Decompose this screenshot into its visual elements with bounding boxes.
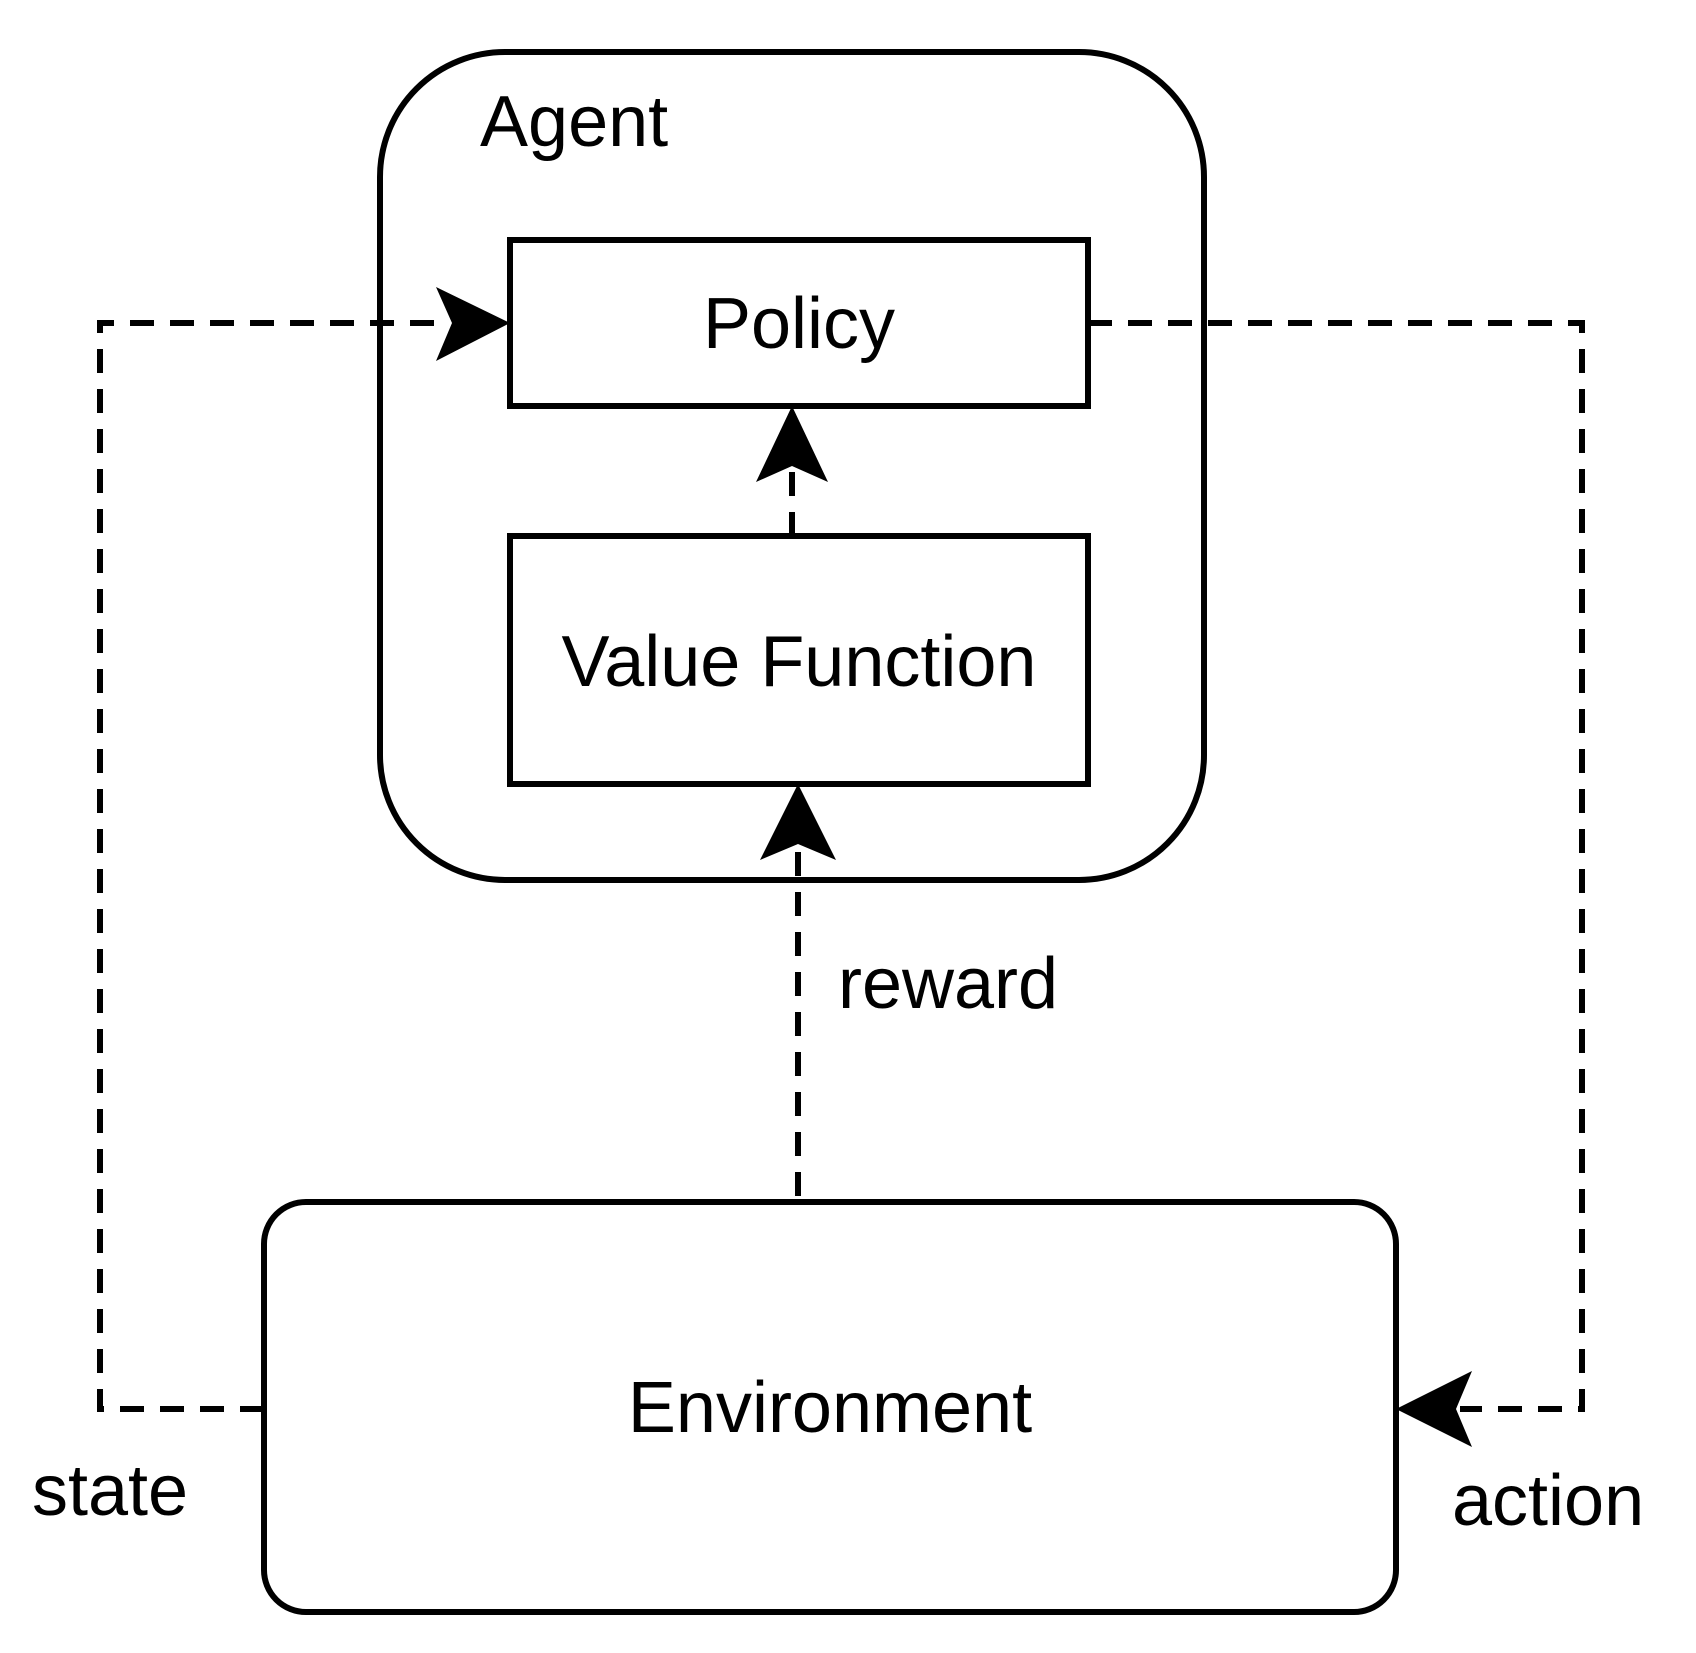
agent-label: Agent — [480, 82, 668, 162]
policy-box — [507, 237, 1091, 409]
reward-edge — [760, 784, 836, 1196]
value-function-node[interactable]: Value Function — [507, 533, 1091, 787]
environment-node[interactable]: Environment — [261, 1199, 1399, 1615]
value-function-box — [507, 533, 1091, 787]
state-edge-line — [97, 320, 446, 1412]
value-function-label: Value Function — [562, 622, 1037, 702]
action-edge-line — [1088, 320, 1585, 1412]
reward-arrowhead — [760, 784, 836, 860]
environment-label: Environment — [628, 1368, 1032, 1448]
action-edge — [1088, 320, 1585, 1447]
state-label: state — [32, 1451, 188, 1531]
state-edge — [97, 287, 510, 1412]
policy-node[interactable]: Policy — [507, 237, 1091, 409]
action-label: action — [1452, 1461, 1644, 1541]
reward-label: reward — [838, 944, 1058, 1024]
value-to-policy-arrowhead — [756, 406, 828, 482]
action-arrowhead — [1396, 1371, 1472, 1447]
state-arrowhead — [436, 287, 510, 361]
value-to-policy-edge — [756, 406, 828, 536]
policy-label: Policy — [703, 284, 895, 364]
